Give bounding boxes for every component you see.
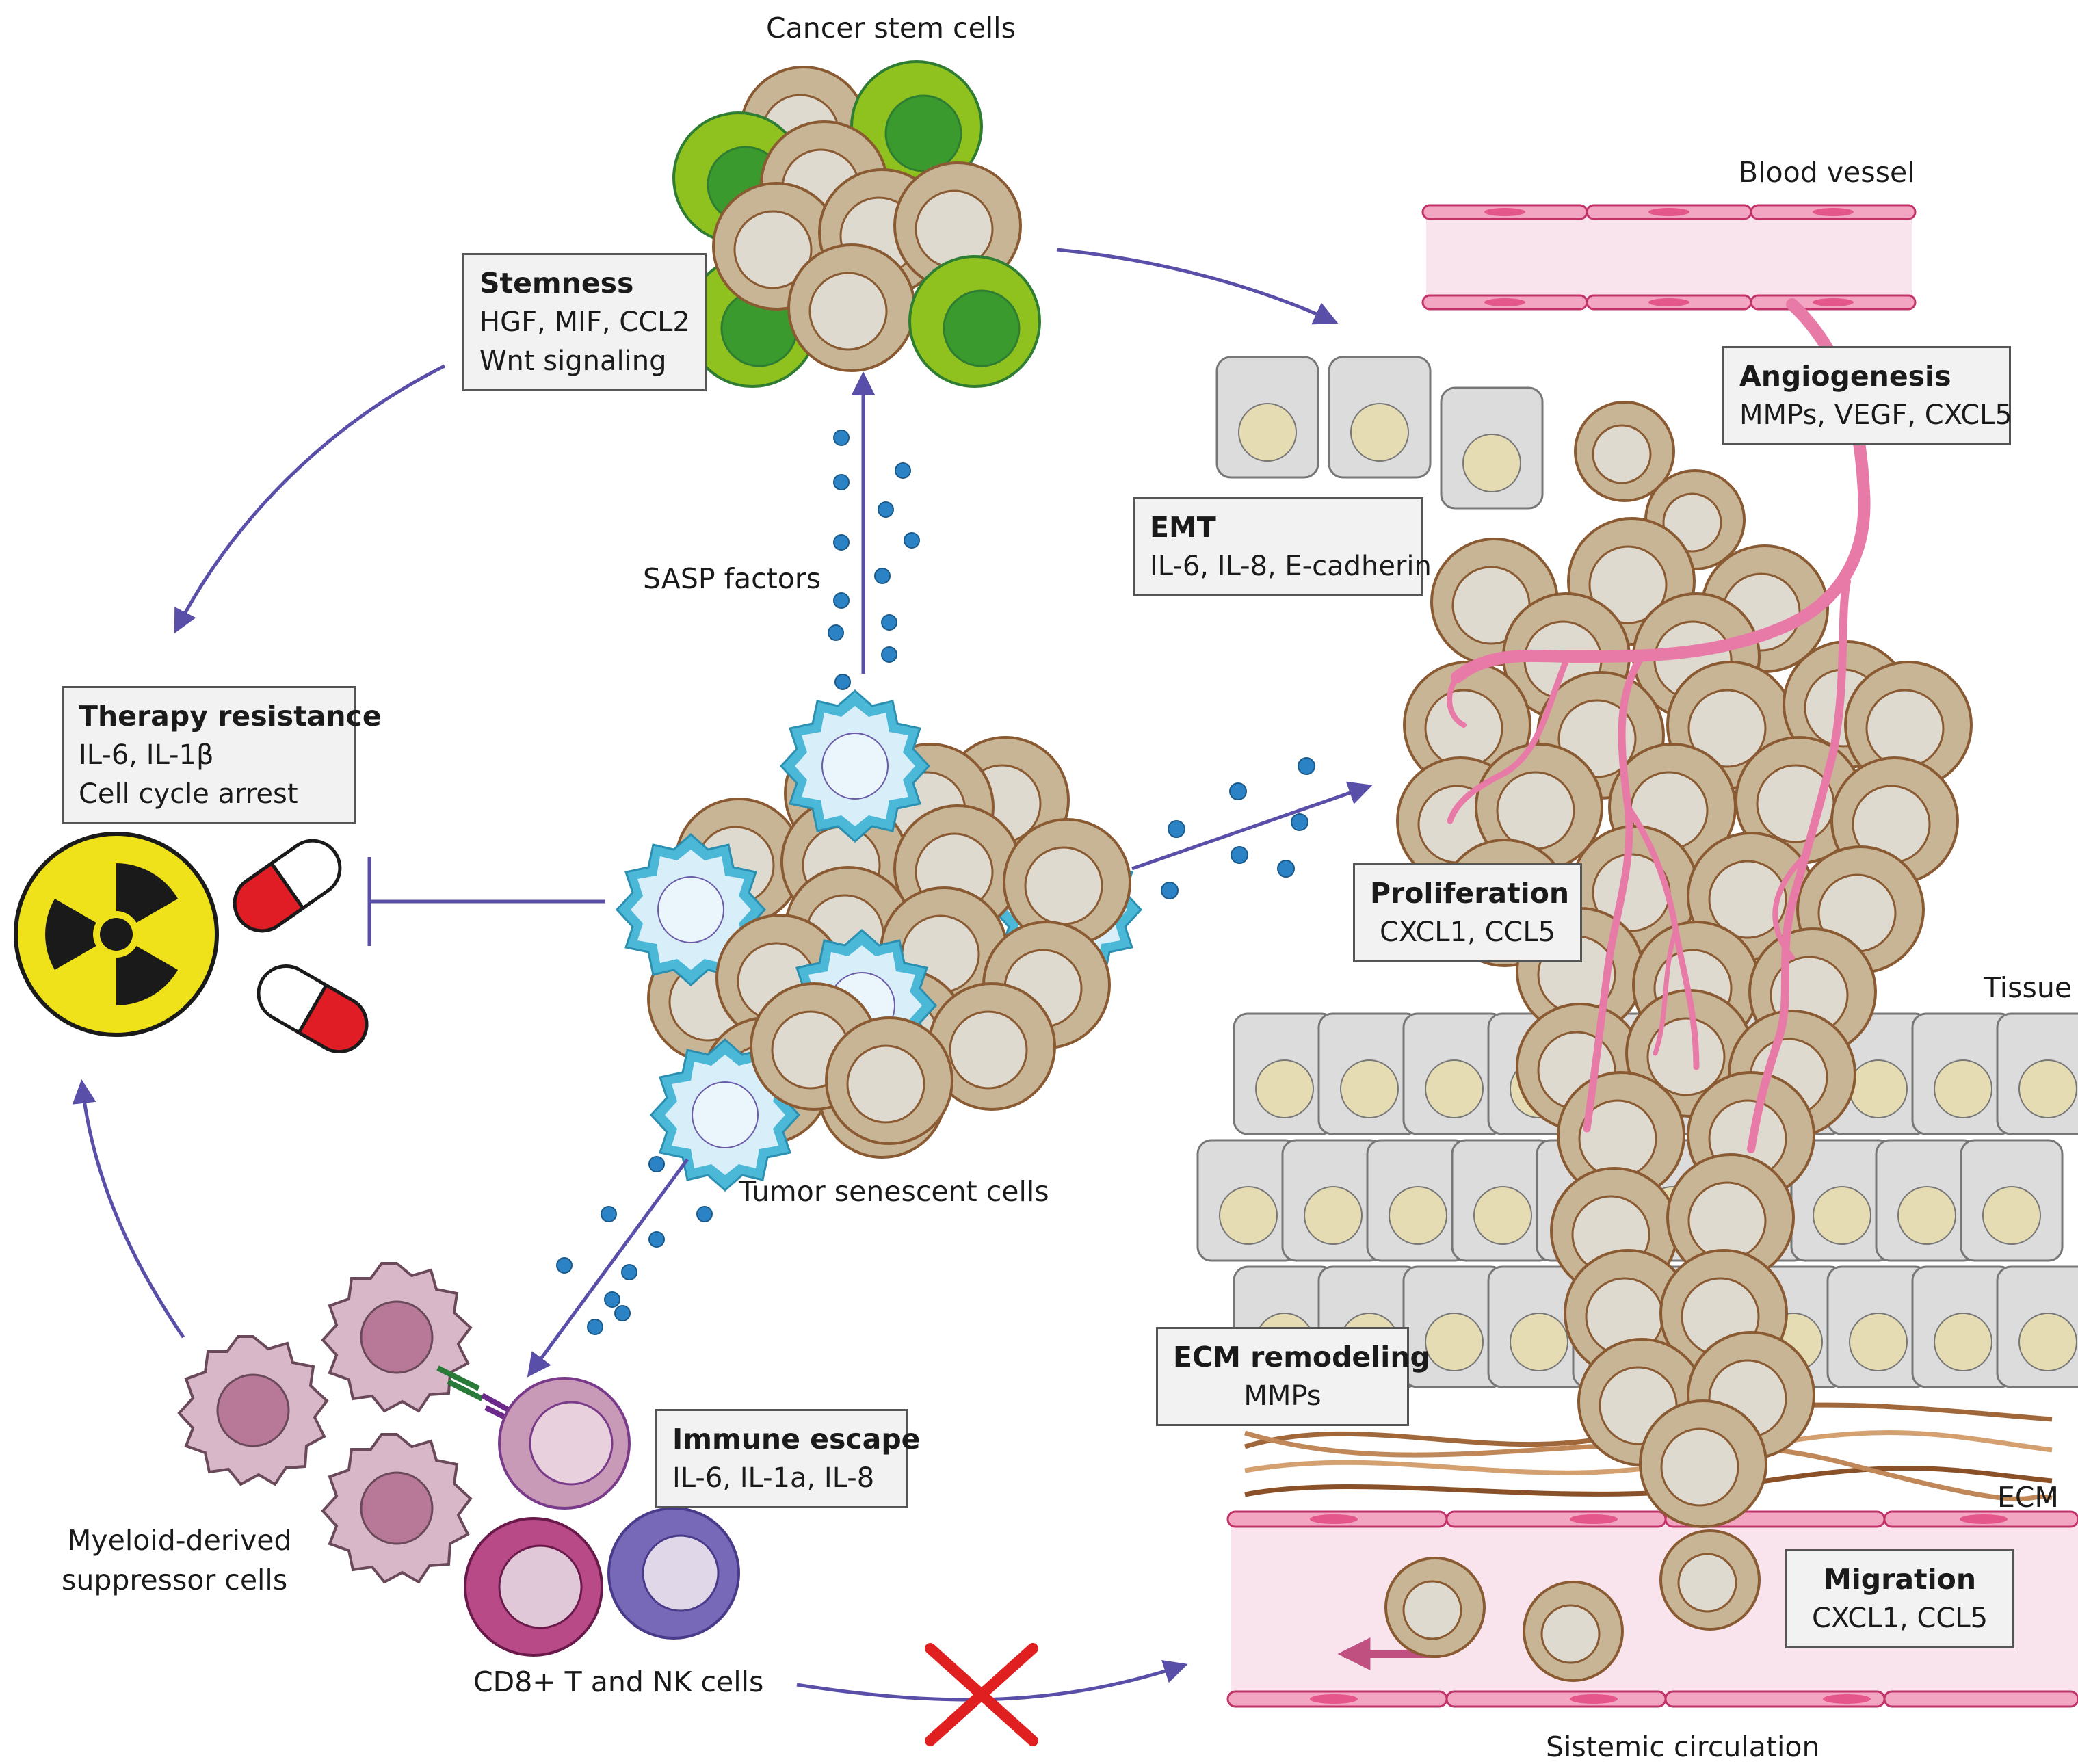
box-line: Wnt signaling [479,345,667,378]
box-title: Stemness [479,267,634,300]
label-cd8-nk-cells: CD8+ T and NK cells [473,1666,764,1698]
box-line: MMPs [1244,1380,1321,1412]
label-ecm: ECM [1997,1481,2059,1514]
t-nk-cells [464,1377,740,1657]
arrow-to-immune [527,1158,689,1378]
box-title: Angiogenesis [1739,360,1951,393]
label-mdsc-line2: suppressor cells [62,1564,288,1596]
box-title: Migration [1823,1563,1977,1596]
box-therapy-resistance: Therapy resistance IL-6, IL-1β Cell cycl… [62,686,382,824]
label-sasp-factors: SASP factors [643,562,821,595]
box-line: Cell cycle arrest [79,778,298,811]
label-tissue: Tissue [1984,971,2073,1004]
radiation-icon [14,832,219,1037]
tumor-senescent-cells [616,689,1142,1192]
box-line: IL-6, IL-1a, IL-8 [672,1462,875,1495]
arrow-to-proliferation [1131,781,1373,871]
cancer-stem-cells [672,60,1041,388]
epithelial-layer-top [1215,356,1544,510]
box-title: Proliferation [1370,877,1570,910]
box-title: ECM remodeling [1173,1341,1430,1373]
box-line: CXCL1, CCL5 [1811,1603,1988,1635]
box-title: EMT [1150,511,1216,544]
pill-icon [233,839,342,933]
box-stemness: Stemness HGF, MIF, CCL2 Wnt signaling [462,253,707,391]
label-mdsc-line1: Myeloid-derived [67,1524,292,1557]
box-title: Therapy resistance [79,700,382,733]
box-line: MMPs, VEGF, CXCL5 [1739,399,2012,432]
box-proliferation: Proliferation CXCL1, CCL5 [1353,863,1582,963]
box-line: CXCL1, CCL5 [1379,917,1556,949]
box-migration: Migration CXCL1, CCL5 [1785,1549,2014,1649]
arrow-to-circulation [796,1659,1188,1702]
label-sistemic-circulation: Sistemic circulation [1546,1730,1820,1763]
box-emt: EMT IL-6, IL-8, E-cadherin [1133,497,1432,597]
arrow-to-emt [1056,248,1339,325]
label-blood-vessel: Blood vessel [1739,156,1915,189]
box-immune-escape: Immune escape IL-6, IL-1a, IL-8 [655,1409,921,1509]
pill-icon [257,964,369,1053]
blood-vessel-top [1421,204,1917,311]
box-angiogenesis: Angiogenesis MMPs, VEGF, CXCL5 [1722,346,2012,446]
box-line: IL-6, IL-1β [79,739,214,772]
arrows [72,248,1373,1702]
box-line: IL-6, IL-8, E-cadherin [1150,551,1432,583]
arrow-stemness-to-resistance [174,364,446,634]
sasp-dots [556,430,1315,1335]
label-tumor-senescent-cells: Tumor senescent cells [739,1175,1049,1208]
box-title: Immune escape [672,1423,921,1456]
box-ecm-remodeling: ECM remodeling MMPs [1156,1327,1430,1427]
arrow-mdsc-to-resistance [72,1079,185,1339]
label-cancer-stem-cells: Cancer stem cells [766,12,1016,44]
blocked-cross-icon [925,1643,1038,1746]
box-line: HGF, MIF, CCL2 [479,306,690,339]
